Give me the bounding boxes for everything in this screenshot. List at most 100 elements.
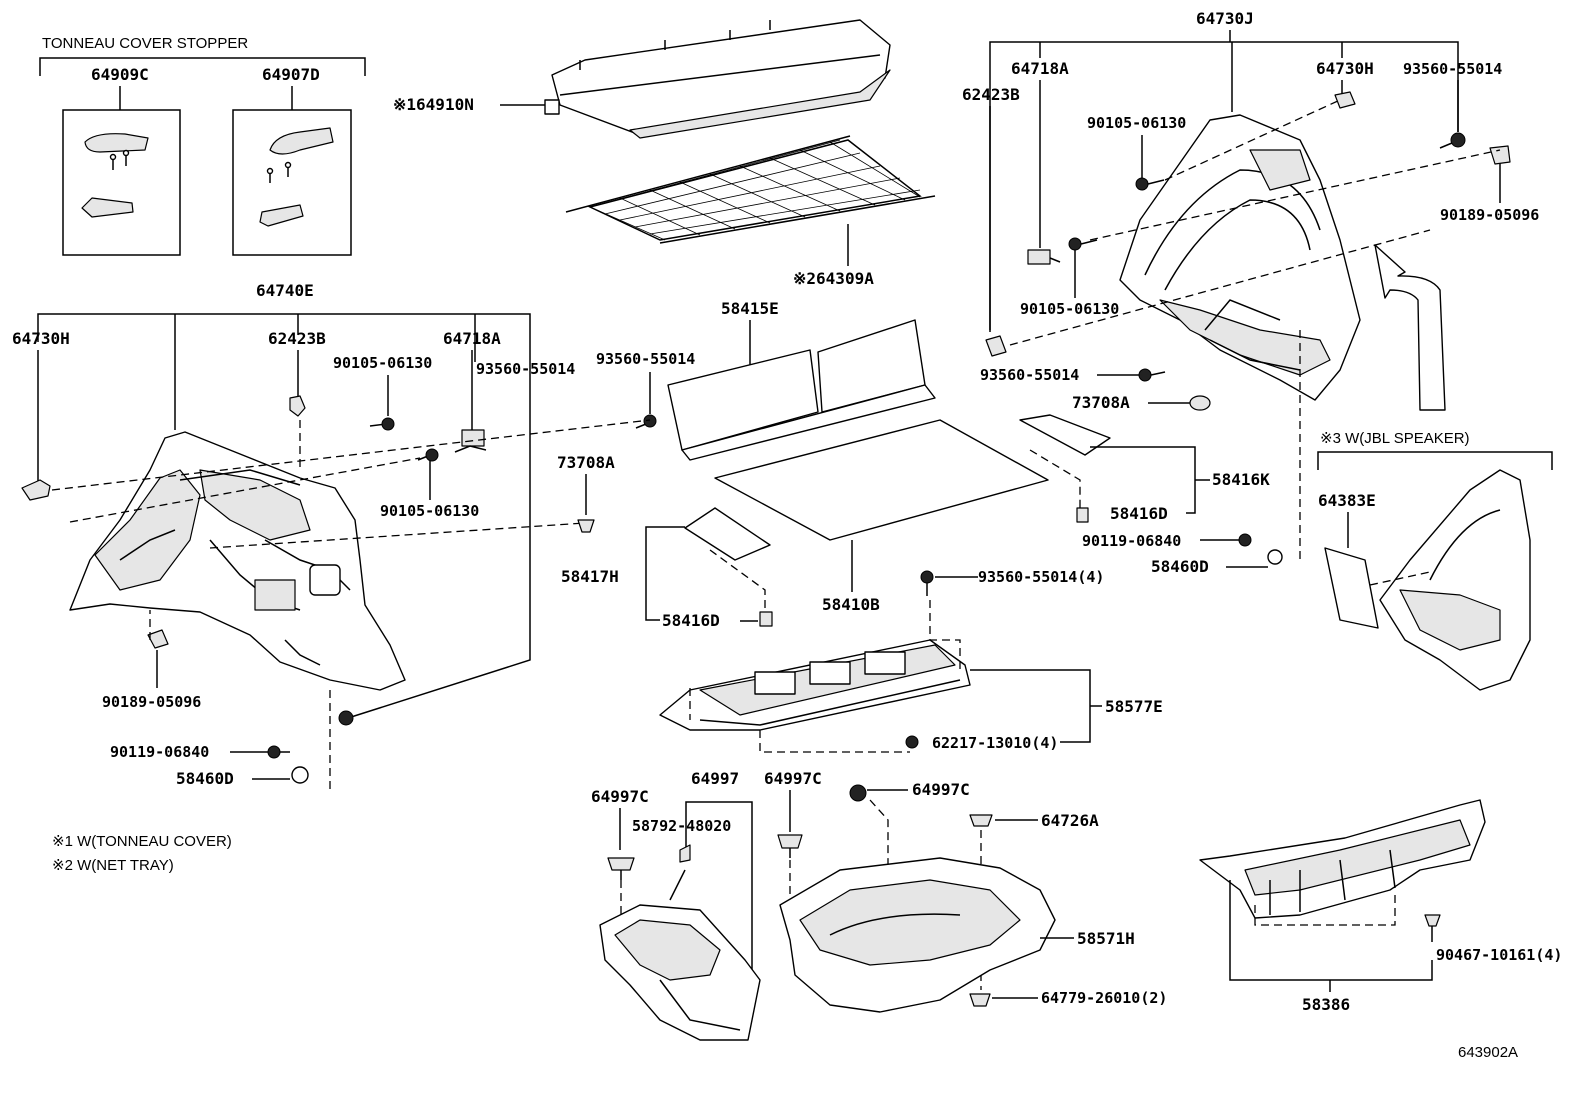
- label-64730H-right: 64730H: [1316, 59, 1374, 78]
- label-62423B-left: 62423B: [268, 329, 326, 348]
- clip-64779: [969, 993, 991, 1007]
- label-58417H: 58417H: [561, 567, 619, 586]
- screw-93560-4: [920, 570, 934, 596]
- deck-board-58410B: [714, 419, 1049, 541]
- label-93560-55014-r1: 93560-55014: [1403, 60, 1502, 78]
- tonneau-stopper-title: TONNEAU COVER STOPPER: [42, 35, 248, 52]
- strap-58792: [669, 844, 691, 901]
- label-58386: 58386: [1302, 995, 1350, 1014]
- label-90189-05096-right: 90189-05096: [1440, 206, 1539, 224]
- label-64997C-a: 64997C: [591, 787, 649, 806]
- label-93560-55014-l1: 93560-55014: [476, 360, 575, 378]
- clip-64997C-c: [849, 784, 867, 802]
- quarter-trim-right-64730J: [1119, 114, 1361, 401]
- cover-58417H: [684, 507, 771, 561]
- clip-64997C-a: [607, 857, 635, 880]
- scuff-plate-58386: [1199, 799, 1486, 919]
- pin-73708A-mid: [577, 519, 595, 533]
- label-93560-55014-4: 93560-55014(4): [978, 568, 1104, 586]
- screw-93560-r1: [1439, 132, 1466, 149]
- stopper-box-64907D: [232, 109, 352, 256]
- label-58460D-left: 58460D: [176, 769, 234, 788]
- nut-58460D-right: [1267, 549, 1283, 565]
- direction-arrow: [1374, 244, 1446, 411]
- label-58415E: 58415E: [721, 299, 779, 318]
- clip-bottom-left: [338, 710, 354, 726]
- label-58460D-right: 58460D: [1151, 557, 1209, 576]
- bolt-90119-left: [267, 745, 290, 759]
- label-58571H: 58571H: [1077, 929, 1135, 948]
- stopper-part-64907D: [259, 127, 334, 227]
- screw-90105-l1: [369, 417, 395, 431]
- under-tray-64997: [599, 904, 761, 1041]
- part-64718A-right: [1027, 249, 1061, 265]
- label-90119-06840-right: 90119-06840: [1082, 532, 1181, 550]
- clip-62423B-right: [985, 335, 1007, 357]
- stopper-part-64909C: [81, 133, 149, 218]
- label-64909C: 64909C: [91, 65, 149, 84]
- deck-board-58415E: [667, 319, 936, 461]
- label-64997C-b: 64997C: [764, 769, 822, 788]
- label-58416K: 58416K: [1212, 470, 1270, 489]
- label-64910N: ※164910N: [393, 95, 474, 114]
- screw-90105-r2: [1068, 237, 1098, 251]
- nut-58460D-left: [291, 766, 309, 784]
- clip-64726A: [969, 814, 993, 827]
- clip-58416D-right: [1076, 507, 1089, 523]
- clip-58416D-mid: [759, 611, 773, 627]
- note-tonneau-cover: ※1 W(TONNEAU COVER): [52, 833, 232, 850]
- pin-73708A-right: [1189, 395, 1211, 411]
- clip-90467: [1424, 914, 1441, 927]
- label-90119-06840-left: 90119-06840: [110, 743, 209, 761]
- clip-64997C-b: [777, 834, 803, 858]
- label-64718A-right: 64718A: [1011, 59, 1069, 78]
- clip-90189-right: [1489, 145, 1511, 165]
- label-93560-55014-mid: 93560-55014: [596, 350, 695, 368]
- screw-93560-r2: [1138, 368, 1166, 382]
- group-64740E-bracket: [37, 313, 531, 719]
- bolt-90119-right: [1200, 533, 1252, 547]
- clip-64730H-right: [1334, 91, 1356, 109]
- label-64730H-left: 64730H: [12, 329, 70, 348]
- label-58416D-mid: 58416D: [662, 611, 720, 630]
- label-90189-05096-left: 90189-05096: [102, 693, 201, 711]
- label-64726A: 64726A: [1041, 811, 1099, 830]
- label-64997: 64997: [691, 769, 739, 788]
- cover-58416K: [1019, 414, 1111, 456]
- label-90467-10161-4: 90467-10161(4): [1436, 946, 1562, 964]
- label-58416D-right: 58416D: [1110, 504, 1168, 523]
- label-62217-13010-4: 62217-13010(4): [932, 734, 1058, 752]
- screw-62217: [905, 735, 919, 749]
- label-64383E: 64383E: [1318, 491, 1376, 510]
- stopper-bracket: [39, 57, 366, 76]
- label-64740E: 64740E: [256, 281, 314, 300]
- label-90105-06130-r2: 90105-06130: [1020, 300, 1119, 318]
- tray-58577E: [659, 639, 971, 731]
- label-62423B-right: 62423B: [962, 85, 1020, 104]
- jbl-quarter-panel: [1379, 469, 1531, 691]
- label-64907D: 64907D: [262, 65, 320, 84]
- stopper-box-64909C: [62, 109, 181, 256]
- label-90105-06130-l1: 90105-06130: [333, 354, 432, 372]
- label-64730J: 64730J: [1196, 9, 1254, 28]
- net-tray-64309A: [565, 135, 936, 244]
- label-90105-06130-l2: 90105-06130: [380, 502, 479, 520]
- tonneau-cover-64910N: [544, 19, 891, 139]
- speaker-64383E: [1324, 547, 1379, 629]
- label-73708A-right: 73708A: [1072, 393, 1130, 412]
- quarter-trim-left-64740E: [69, 431, 406, 691]
- screw-90105-r1: [1135, 177, 1165, 191]
- screw-93560-mid: [635, 414, 657, 429]
- label-93560-55014-r2: 93560-55014: [980, 366, 1079, 384]
- label-58410B: 58410B: [822, 595, 880, 614]
- note-jbl-speaker: ※3 W(JBL SPEAKER): [1320, 430, 1470, 447]
- diagram-id: 643902A: [1458, 1044, 1518, 1061]
- label-73708A-mid: 73708A: [557, 453, 615, 472]
- clip-64730H-left: [21, 479, 51, 501]
- screw-90105-l2: [417, 448, 439, 462]
- label-58792-48020: 58792-48020: [632, 817, 731, 835]
- label-90105-06130-r1: 90105-06130: [1087, 114, 1186, 132]
- clip-90189-left: [147, 629, 169, 649]
- label-64309A: ※264309A: [793, 269, 874, 288]
